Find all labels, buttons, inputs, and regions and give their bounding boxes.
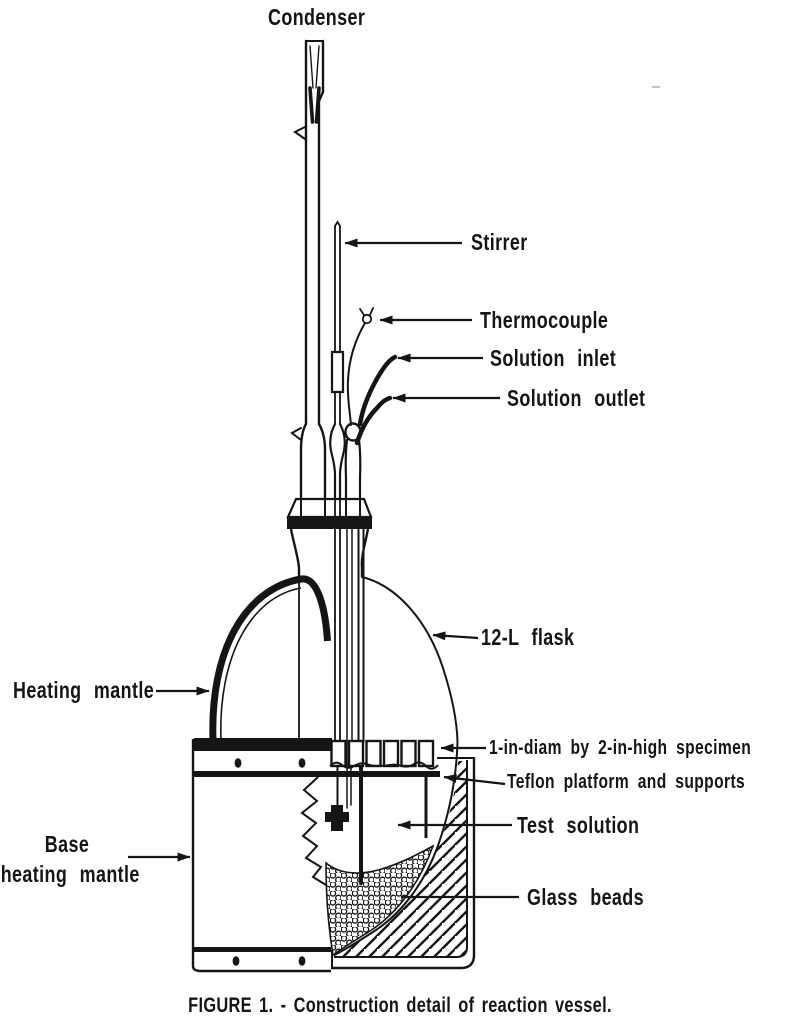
label-base-line2: heating mantle xyxy=(0,861,140,887)
label-solution-inlet: Solution inlet xyxy=(490,345,617,371)
label-specimen: 1-in-diam by 2-in-high specimen xyxy=(489,737,752,759)
condenser-tube xyxy=(290,39,327,519)
label-glass-beads: Glass beads xyxy=(527,884,645,910)
teflon-platform xyxy=(193,771,440,777)
label-condenser: Condenser xyxy=(268,4,366,30)
stirrer-paddle xyxy=(325,805,349,831)
flask xyxy=(298,576,459,956)
label-heating-mantle: Heating mantle xyxy=(13,677,155,703)
leader-lines xyxy=(128,238,519,899)
solution-inlet-tube xyxy=(357,354,398,427)
label-flask: 12-L flask xyxy=(481,624,575,650)
flask-neck-joint xyxy=(286,497,373,577)
label-thermocouple: Thermocouple xyxy=(480,307,609,333)
torn-edge xyxy=(300,776,327,886)
label-solution-outlet: Solution outlet xyxy=(507,385,646,411)
thermocouple-plug-icon xyxy=(361,313,373,325)
label-stirrer: Stirrer xyxy=(471,229,528,255)
figure-caption: FIGURE 1. - Construction detail of react… xyxy=(188,994,612,1017)
specimen-row xyxy=(330,739,435,768)
label-test-solution: Test solution xyxy=(517,812,640,838)
leader-teflon-platform xyxy=(443,773,506,786)
scan-artifact xyxy=(652,86,660,88)
label-base-heating-mantle: Base heating mantle xyxy=(0,829,140,889)
solution-surface xyxy=(329,761,439,770)
heating-mantle-dome xyxy=(209,575,331,741)
label-teflon-platform: Teflon platform and supports xyxy=(507,771,746,793)
glass-beads xyxy=(325,844,435,957)
mantle-bolts xyxy=(232,758,306,966)
label-base-line1: Base xyxy=(44,831,90,857)
solution-outlet-tube xyxy=(354,395,393,446)
leader-flask xyxy=(432,631,479,641)
mantle-cross-section xyxy=(335,761,466,956)
stirrer-shaft xyxy=(325,220,349,831)
base-heating-mantle xyxy=(191,738,476,973)
